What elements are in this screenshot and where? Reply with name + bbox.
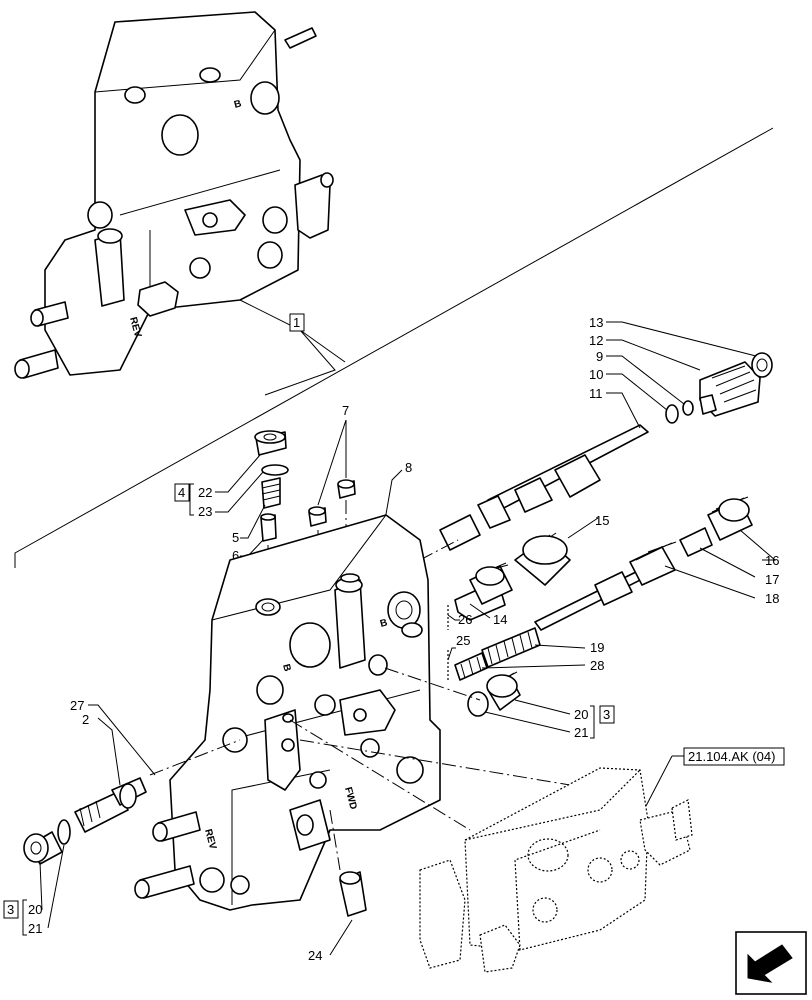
label-9: 9	[596, 349, 603, 364]
label-3-right: 3	[603, 707, 610, 722]
separator-line	[14, 127, 774, 568]
embossed-rev-top: REV	[127, 316, 143, 339]
label-11: 11	[589, 386, 603, 401]
spool-14	[454, 562, 513, 621]
o-ring-23	[261, 464, 289, 476]
label-20-right: 20	[574, 707, 588, 722]
reference-link[interactable]: 21.104.AK (04)	[683, 747, 785, 766]
fitting-16-17	[679, 496, 753, 557]
main-valve-body: B B REV FWD	[134, 514, 441, 911]
label-13: 13	[589, 315, 603, 330]
label-28: 28	[590, 658, 604, 673]
rod-18	[534, 541, 677, 631]
label-14: 14	[493, 612, 507, 627]
spool-2	[74, 777, 147, 833]
embossed-b-main: B	[379, 617, 389, 629]
label-24: 24	[308, 948, 322, 963]
label-8: 8	[405, 460, 412, 475]
label-26: 26	[458, 612, 472, 627]
label-19: 19	[590, 640, 604, 655]
callouts-top-right: 13 12 9 10 11	[589, 315, 757, 429]
label-21-right: 21	[574, 725, 588, 740]
label-2: 2	[82, 712, 89, 727]
label-27: 27	[70, 698, 84, 713]
fitting-12-13	[699, 352, 773, 417]
top-valve-assembly: B REV	[14, 11, 334, 379]
piston-15	[514, 532, 571, 586]
reference-label[interactable]: 21.104.AK (04)	[688, 749, 775, 764]
label-22: 22	[198, 485, 212, 500]
o-ring-21-right	[467, 691, 489, 717]
spring-28	[454, 652, 488, 681]
label-7: 7	[342, 403, 349, 418]
bolt-24	[339, 871, 367, 917]
label-15: 15	[595, 513, 609, 528]
label-18: 18	[765, 591, 779, 606]
o-ring-21-left	[57, 819, 71, 845]
label-6: 6	[232, 548, 239, 563]
label-5: 5	[232, 530, 239, 545]
plug-7-right	[337, 479, 356, 499]
label-1: 1	[293, 315, 300, 330]
callouts-left-stack: 4 22 23 5 6	[174, 454, 266, 563]
label-12: 12	[589, 333, 603, 348]
arrow-next-icon[interactable]	[735, 931, 807, 995]
plug-20-right	[486, 671, 521, 711]
reference-dotted-assembly	[419, 767, 693, 973]
label-21-left: 21	[28, 921, 42, 936]
label-20-left: 20	[28, 902, 42, 917]
callout-1: 1	[239, 299, 346, 396]
embossed-b-side: B	[280, 663, 292, 673]
label-4: 4	[178, 485, 185, 500]
label-10: 10	[589, 367, 603, 382]
o-ring-10	[665, 404, 679, 424]
embossed-b-top: B	[233, 98, 243, 110]
label-16: 16	[765, 553, 779, 568]
embossed-rev-main: REV	[202, 828, 218, 851]
plug-20-left	[23, 831, 63, 865]
label-17: 17	[765, 572, 779, 587]
o-ring-9	[682, 400, 694, 416]
label-23: 23	[198, 504, 212, 519]
label-3-left: 3	[7, 902, 14, 917]
plug-7-left	[308, 506, 327, 527]
label-25: 25	[456, 633, 470, 648]
spool-11	[439, 424, 649, 551]
plug-22	[254, 430, 287, 456]
spring-19	[481, 627, 541, 668]
